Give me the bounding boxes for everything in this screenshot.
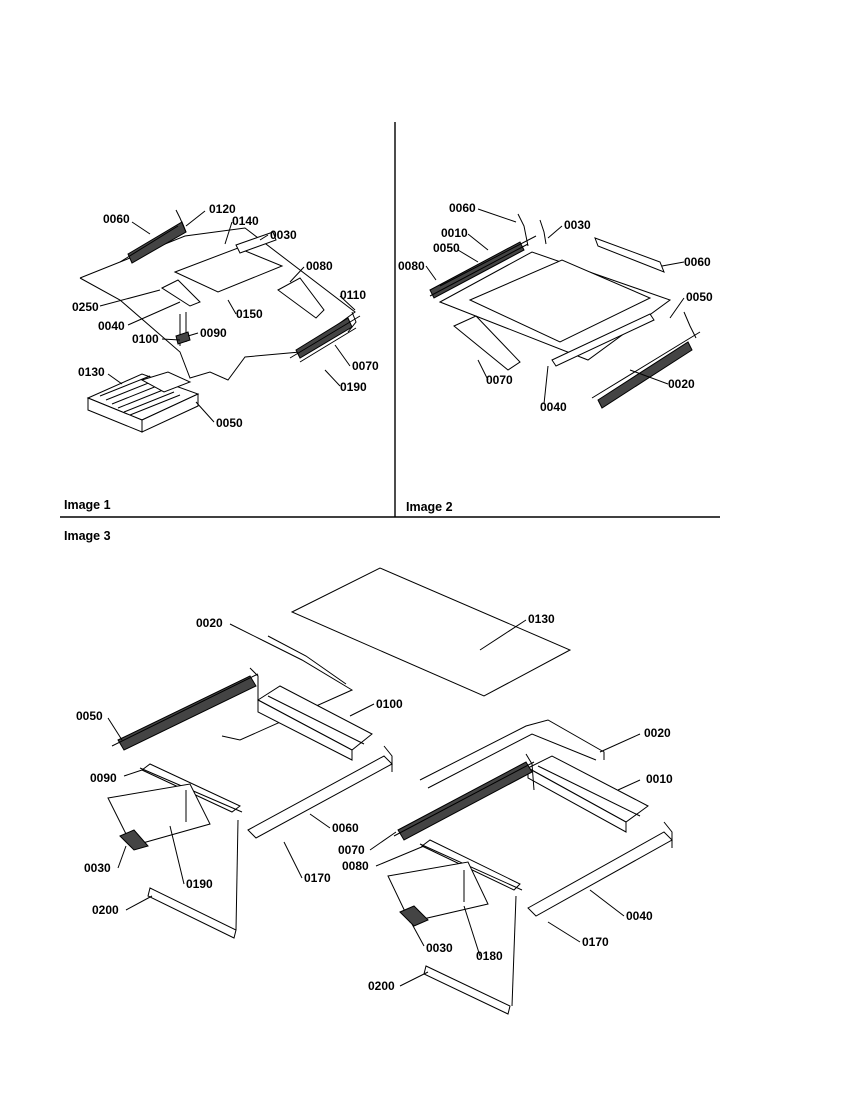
image2-label: 0040 (540, 400, 567, 414)
image2-label: 0010 (441, 226, 468, 240)
image1-label: 0130 (78, 365, 105, 379)
image1-label: 0100 (132, 332, 159, 346)
image3-label: 0090 (90, 771, 117, 785)
image1-label: 0250 (72, 300, 99, 314)
image2-label: 0080 (398, 259, 425, 273)
image3-label: 0180 (476, 949, 503, 963)
glass-shelf-0130 (290, 567, 572, 697)
image2-drawing (425, 208, 701, 409)
image3-label: 0080 (342, 859, 369, 873)
image1-caption: Image 1 (64, 498, 111, 512)
image3-label: 0070 (338, 843, 365, 857)
image3-label: 0050 (76, 709, 103, 723)
image3-label: 0200 (92, 903, 119, 917)
image1-drawing (79, 209, 361, 433)
image1-label: 0080 (306, 259, 333, 273)
image3-label: 0010 (646, 772, 673, 786)
image2-label: 0050 (433, 241, 460, 255)
image3-label: 0060 (332, 821, 359, 835)
image2-caption: Image 2 (406, 500, 453, 514)
panel-dividers (60, 122, 720, 518)
image2-label: 0060 (684, 255, 711, 269)
image1-label: 0120 (209, 202, 236, 216)
image1-label: 0150 (236, 307, 263, 321)
image1-label: 0110 (340, 288, 366, 302)
image3-label: 0170 (582, 935, 609, 949)
image2-label: 0030 (564, 218, 591, 232)
image1-label: 0050 (216, 416, 243, 430)
image1-label: 0190 (340, 380, 367, 394)
image2-label: 0060 (449, 201, 476, 215)
image3-caption: Image 3 (64, 529, 111, 543)
image3-label: 0130 (528, 612, 555, 626)
image1-label: 0070 (352, 359, 379, 373)
image3-label: 0170 (304, 871, 331, 885)
image1-labels: 0060 0120 0140 0030 0080 0250 0150 0110 … (64, 202, 379, 512)
image3-label: 0100 (376, 697, 403, 711)
image1-label: 0060 (103, 212, 130, 226)
image2-label: 0070 (486, 373, 513, 387)
image3-label: 0040 (626, 909, 653, 923)
image1-label: 0140 (232, 214, 259, 228)
image3-drawing (107, 567, 673, 1015)
image2-label: 0050 (686, 290, 713, 304)
image3-label: 0020 (644, 726, 671, 740)
image3-label: 0020 (196, 616, 223, 630)
image3-labels: Image 3 0020 0130 0100 0050 0020 0010 00… (64, 529, 673, 993)
image2-labels: 0060 0030 0010 0050 0080 0060 0050 0070 … (398, 201, 713, 514)
image3-label: 0190 (186, 877, 213, 891)
image3-label: 0030 (84, 861, 111, 875)
image2-label: 0020 (668, 377, 695, 391)
image3-label: 0030 (426, 941, 453, 955)
image3-label: 0200 (368, 979, 395, 993)
image1-label: 0040 (98, 319, 125, 333)
image1-label: 0030 (270, 228, 297, 242)
image1-label: 0090 (200, 326, 227, 340)
